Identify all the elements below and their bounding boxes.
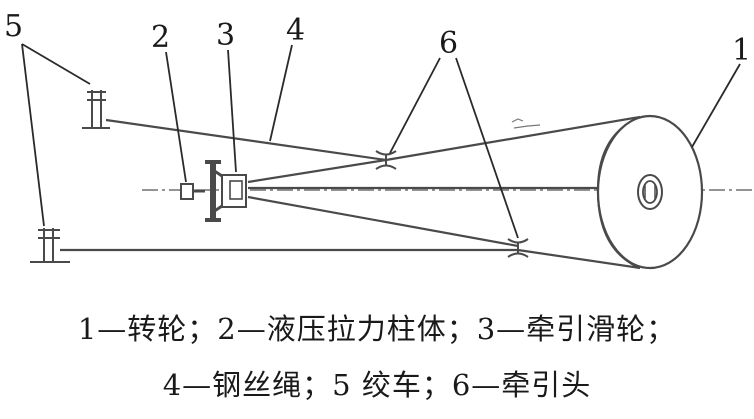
- legend-line-1: 1—转轮；2—液压拉力柱体；3—牵引滑轮；: [77, 312, 677, 346]
- traction-system-diagram: 5 2 3 4 6 1: [4, 9, 752, 270]
- label-2: 2: [151, 20, 170, 55]
- label-6: 6: [439, 26, 458, 61]
- turning-wheel: [596, 114, 704, 270]
- label-1: 1: [732, 33, 751, 68]
- hydraulic-cylinder: [180, 160, 226, 222]
- upper-winch: [82, 90, 110, 129]
- leader-lines: [21, 43, 741, 239]
- wire-rope: [60, 115, 641, 270]
- label-5: 5: [4, 9, 23, 44]
- legend-line-2: 4—钢丝绳；5 绞车；6—牵引头: [162, 368, 592, 402]
- label-3: 3: [216, 18, 235, 53]
- upper-traction-head: [375, 150, 397, 170]
- hub-icon: [637, 174, 663, 210]
- rope-mark: [511, 118, 541, 129]
- traction-pulley: [221, 174, 247, 208]
- lower-traction-head: [507, 238, 529, 258]
- label-4: 4: [286, 13, 305, 48]
- lower-winch: [30, 228, 70, 263]
